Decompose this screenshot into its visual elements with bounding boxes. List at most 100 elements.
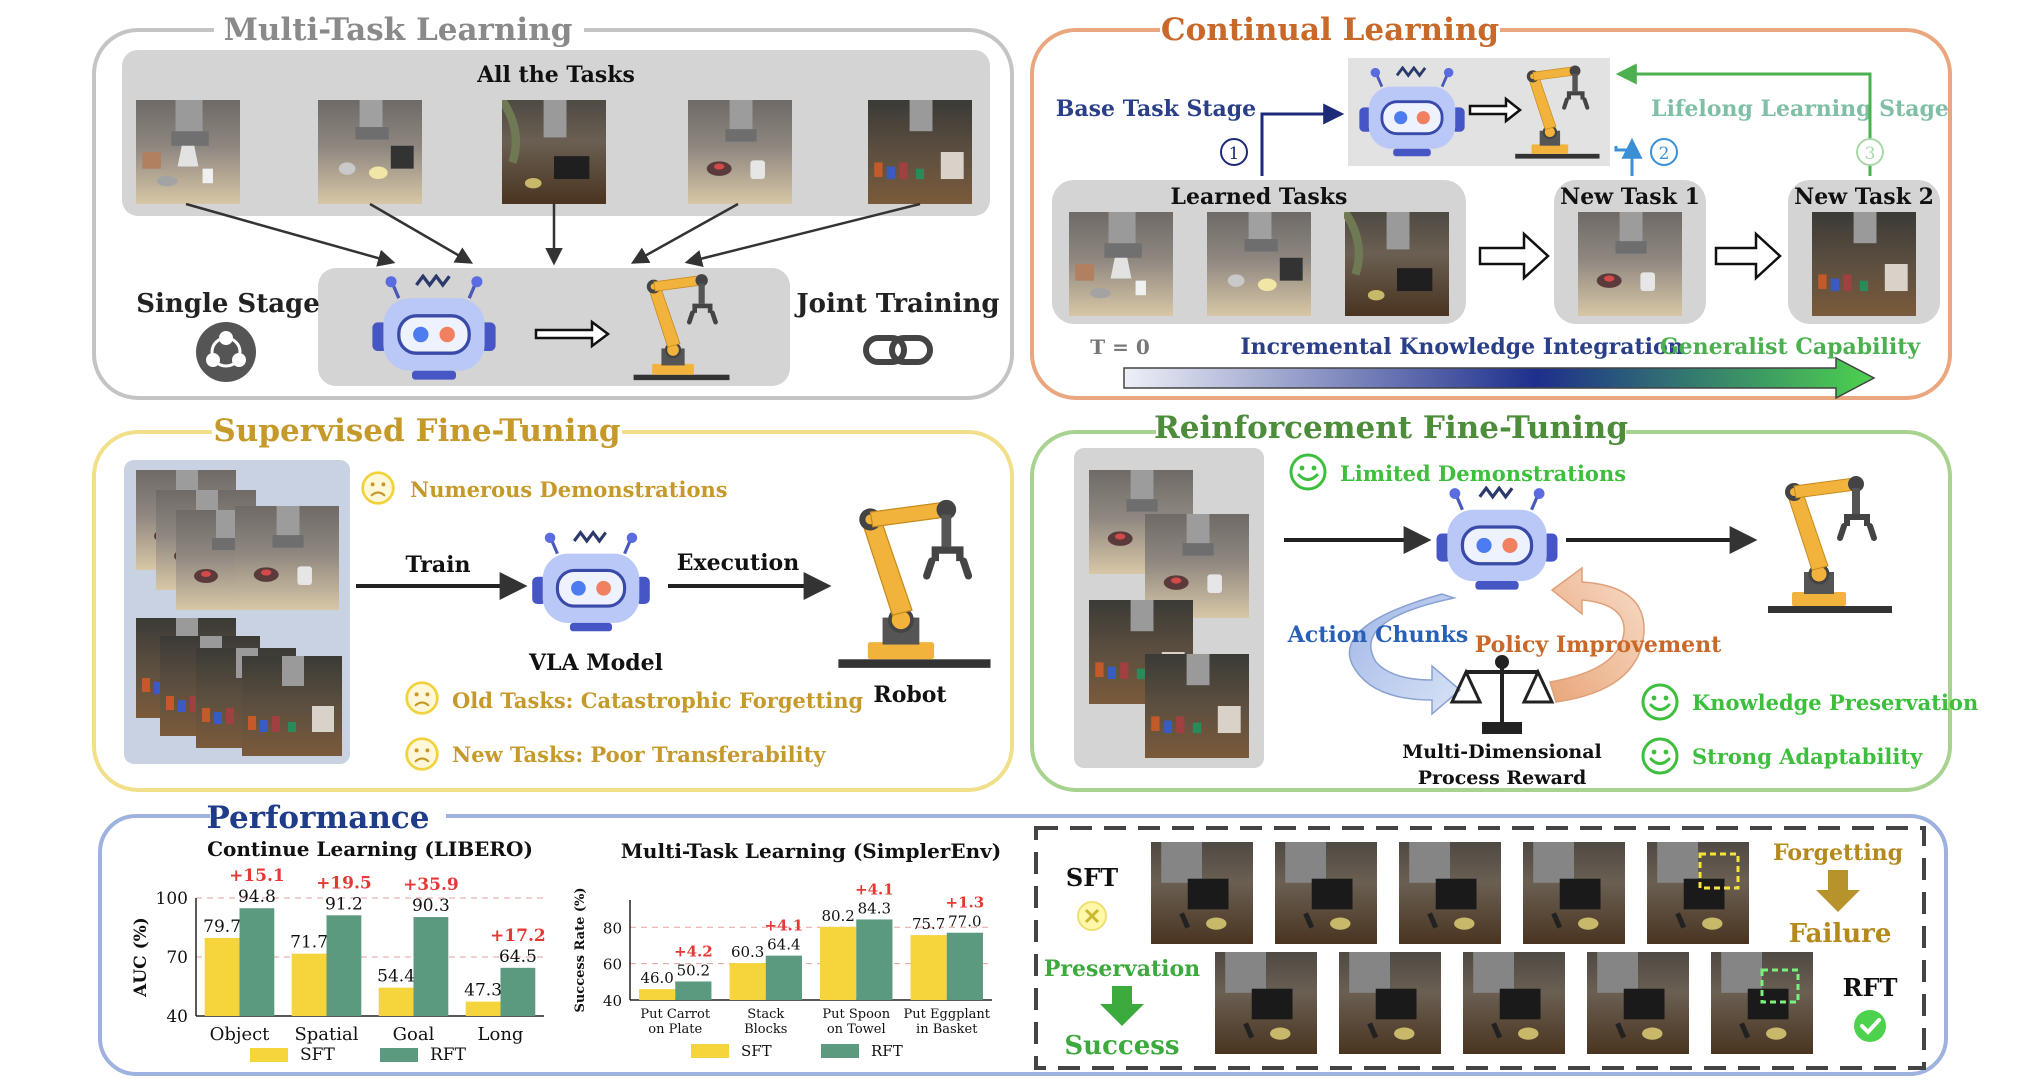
legend-swatch-sft: [250, 1048, 288, 1062]
bar-rft: [413, 917, 449, 1016]
task-thumbnail: [1345, 212, 1449, 316]
sft-rollout-frame: [1275, 842, 1377, 944]
delta-label: +1.3: [946, 894, 985, 912]
sad-face-icon: [361, 471, 395, 505]
bar-value-label: 46.0: [640, 969, 673, 987]
bar-value-label: 90.3: [412, 896, 450, 916]
x-tick-label: Put Spoon: [822, 1007, 890, 1022]
rft-row-label: RFT: [1843, 973, 1898, 1002]
delta-label: +4.1: [765, 917, 804, 935]
bar-sft: [910, 935, 947, 1000]
old-tasks-label: Old Tasks: Catastrophic Forgetting: [452, 688, 864, 713]
learned-tasks-label: Learned Tasks: [1171, 184, 1348, 210]
y-tick-label: 100: [156, 889, 188, 909]
step-3: 3: [1865, 144, 1876, 164]
failure-label: Failure: [1789, 919, 1892, 949]
hollow-arrow-icon: [1468, 96, 1523, 124]
rft-rollout-frame: [1339, 952, 1441, 1054]
new-task-1-label: New Task 1: [1560, 184, 1700, 210]
train-label: Train: [406, 552, 471, 578]
robot-label: Robot: [873, 682, 947, 708]
policy-improvement-label: Policy Improvement: [1475, 632, 1722, 658]
lifelong-stage-label: Lifelong Learning Stage: [1651, 96, 1949, 122]
success-label: Success: [1064, 1031, 1179, 1061]
step-badge: [1650, 138, 1678, 166]
x-tick-label: Stack: [747, 1007, 784, 1022]
task-thumbnail: [688, 100, 792, 204]
bar-value-label: 94.8: [238, 887, 276, 907]
base-stage-arrow: [1260, 103, 1345, 176]
bar-rft: [239, 908, 275, 1016]
bar-value-label: 84.3: [858, 899, 891, 917]
bar-value-label: 77.0: [948, 913, 981, 931]
bar-value-label: 79.7: [203, 917, 241, 937]
policy-improvement-arrow: [1549, 566, 1645, 703]
demo-frame: [235, 506, 339, 610]
bar-sft: [639, 989, 676, 1000]
bar-value-label: 50.2: [677, 961, 710, 979]
action-chunks-label: Action Chunks: [1287, 622, 1468, 648]
qualitative-box: [1034, 826, 1926, 1070]
chart-title: Multi-Task Learning (SimplerEnv): [621, 839, 1001, 863]
bar-value-label: 47.3: [464, 981, 502, 1001]
vla-model-label: VLA Model: [528, 650, 663, 676]
rft-rollout-frame: [1587, 952, 1689, 1054]
bar-value-label: 60.3: [731, 943, 764, 961]
single-stage-label: Single Stage: [136, 289, 320, 319]
chart-multi-task-learning: Multi-Task Learning (SimplerEnv)406080Su…: [573, 839, 1001, 1060]
x-tick-label: Put Eggplant: [904, 1007, 991, 1022]
delta-label: +4.1: [855, 880, 894, 898]
legend-label-rft: RFT: [430, 1045, 467, 1065]
numerous-demos-label: Numerous Demonstrations: [410, 477, 728, 502]
reward-label-line2: Process Reward: [1418, 767, 1586, 789]
bar-value-label: 64.4: [767, 936, 800, 954]
y-tick-label: 70: [166, 948, 188, 968]
task-thumbnail: [1069, 212, 1173, 316]
t0-label: T = 0: [1090, 335, 1149, 359]
down-arrow-icon: [1100, 986, 1144, 1026]
cross-icon: [1077, 901, 1107, 931]
bar-value-label: 64.5: [499, 947, 537, 967]
execution-label: Execution: [677, 550, 799, 576]
sft-rollout-frame: [1647, 842, 1749, 944]
step-badge: [1856, 138, 1884, 166]
new-task-2-label: New Task 2: [1794, 184, 1934, 210]
demo-frame: [242, 656, 342, 756]
bar-value-label: 80.2: [821, 907, 854, 925]
bar-sft: [465, 1001, 501, 1016]
legend-label-rft: RFT: [871, 1042, 903, 1060]
sft-rollout-frame: [1151, 842, 1253, 944]
x-tick-label: in Basket: [916, 1022, 978, 1037]
legend-label-sft: SFT: [741, 1042, 772, 1060]
rft-rollout-frame: [1215, 952, 1317, 1054]
panel-performance: Performance Continue Learning (LIBERO)40…: [98, 796, 1948, 1076]
step-2: 2: [1659, 144, 1670, 164]
limited-demos-label: Limited Demonstrations: [1340, 461, 1626, 486]
panel-reinforcement-fine-tuning: Reinforcement Fine-Tuning Limited Demons…: [1030, 408, 1978, 792]
new-tasks-label: New Tasks: Poor Transferability: [452, 742, 826, 767]
sft-title: Supervised Fine-Tuning: [213, 413, 620, 449]
y-axis-label: AUC (%): [131, 917, 151, 998]
y-tick-label: 40: [166, 1007, 188, 1027]
bar-value-label: 75.7: [912, 915, 945, 933]
x-tick-label: Goal: [393, 1024, 435, 1045]
bar-rft: [946, 932, 983, 1000]
forgetting-highlight-box: [1698, 852, 1740, 890]
task-thumbnail: [1578, 212, 1682, 316]
bar-rft: [675, 981, 712, 1000]
bar-value-label: 71.7: [290, 933, 328, 953]
delta-label: +35.9: [403, 875, 459, 895]
panel-continual-learning: Continual Learning Base Task Stage Lifel…: [1030, 10, 1952, 400]
x-tick-label: Put Carrot: [640, 1007, 710, 1022]
bar-value-label: 54.4: [377, 967, 415, 987]
task-thumbnail: [502, 100, 606, 204]
bar-rft: [326, 915, 362, 1016]
legend-swatch-rft: [821, 1044, 859, 1058]
sft-rollout-frame: [1399, 842, 1501, 944]
x-tick-label: Blocks: [744, 1022, 787, 1037]
x-tick-label: Long: [478, 1024, 524, 1045]
down-arrow-icon: [1816, 870, 1860, 912]
y-axis-label: Success Rate (%): [573, 887, 588, 1012]
